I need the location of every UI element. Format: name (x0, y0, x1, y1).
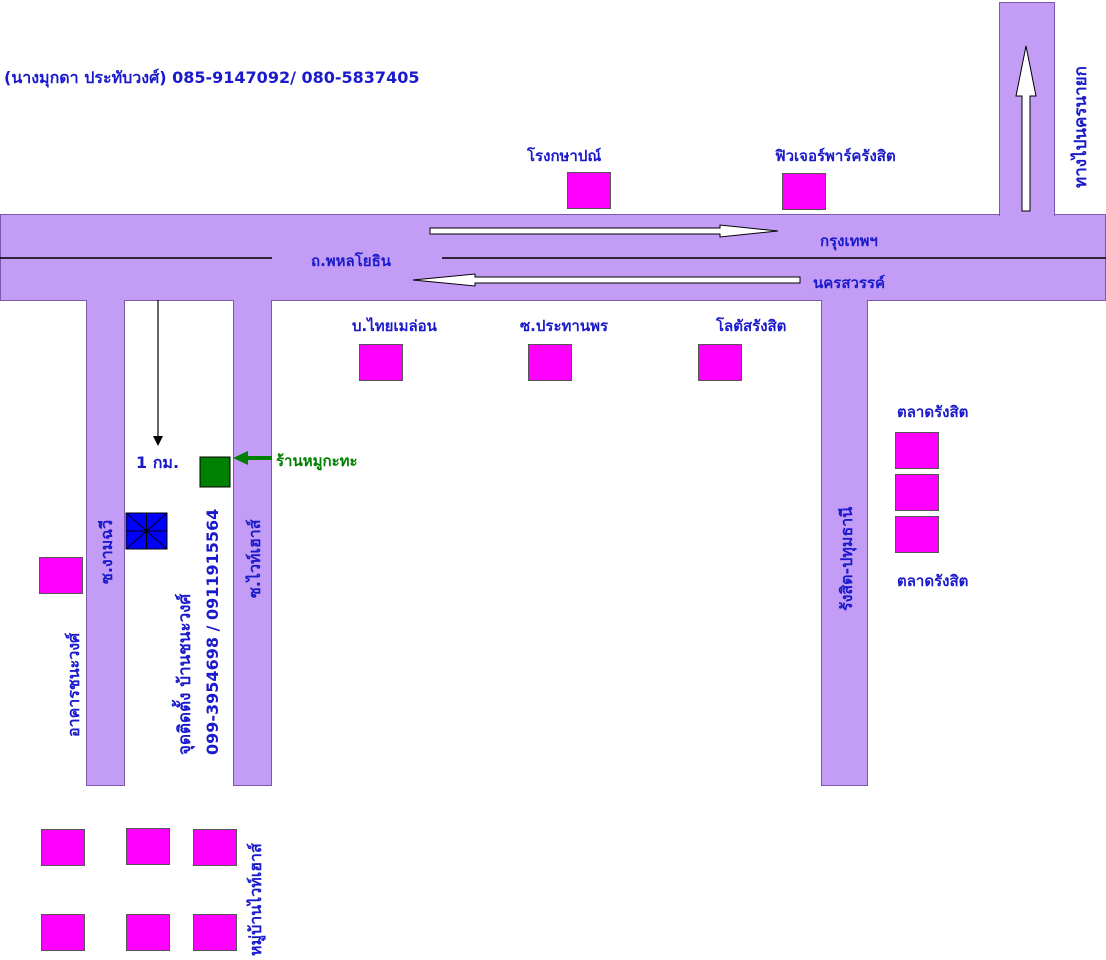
label-village-whitehouse: หมู่บ้านไวท์เฮาส์ (246, 843, 265, 956)
arrow-west-icon (412, 273, 801, 287)
label-rangsit-pathum: รังสิต-ปทุมธานี (837, 506, 856, 611)
arrow-east-icon (429, 224, 779, 238)
shop-marker (199, 456, 231, 488)
label-prathanporn: ซ.ประทานพร (520, 317, 609, 335)
arrow-shop-icon (233, 451, 272, 465)
road-soi-whitehouse (233, 300, 272, 786)
building-market-3 (895, 516, 939, 553)
building-future-park (782, 173, 826, 210)
building-thai-melon (359, 344, 403, 381)
label-installation-phones: 099-3954698 / 0911915564 (203, 508, 222, 755)
building-rongkasap (567, 172, 611, 209)
label-thai-melon: บ.ไทยเมล่อน (352, 317, 437, 335)
label-dir-bangkok: กรุงเทพฯ (820, 232, 878, 250)
label-soi-whitehouse: ซ.ไวท์เฮาส์ (245, 519, 264, 599)
label-soi-ngamchawi: ซ.งามฉวี (97, 519, 116, 584)
installation-marker (125, 512, 168, 550)
building-market-1 (895, 432, 939, 469)
building-village-6 (193, 914, 237, 951)
label-north-exit: ทางไปนครนายก (1071, 66, 1091, 188)
label-market-bottom: ตลาดรังสิต (897, 572, 969, 590)
arrow-north-icon (1015, 45, 1037, 212)
label-lotus: โลตัสรังสิต (716, 317, 787, 335)
label-distance: 1 กม. (136, 453, 180, 472)
building-chanawong (39, 557, 83, 594)
label-rongkasap: โรงกษาปณ์ (527, 147, 602, 165)
road-soi-ngamchawi (86, 300, 125, 786)
label-building-chanawong: อาคารชนะวงศ์ (64, 632, 83, 737)
label-installation: จุดติดตั้ง บ้านชนะวงศ์ (175, 593, 195, 755)
building-village-4 (41, 914, 85, 951)
label-moo-shop: ร้านหมูกะทะ (276, 452, 358, 470)
label-future-park: ฟิวเจอร์พาร์ครังสิต (775, 147, 896, 165)
building-market-2 (895, 474, 939, 511)
building-village-3 (193, 829, 237, 866)
building-village-2 (126, 828, 170, 865)
label-market-top: ตลาดรังสิต (897, 403, 969, 421)
contact-header: (นางมุกดา ประทับวงศ์) 085-9147092/ 080-5… (4, 68, 420, 87)
label-dir-nakhonsawan: นครสวรรค์ (813, 274, 886, 292)
arrow-distance-icon (153, 300, 163, 446)
building-prathanporn (528, 344, 572, 381)
building-village-1 (41, 829, 85, 866)
building-village-5 (126, 914, 170, 951)
label-main-road: ถ.พหลโยธิน (311, 252, 392, 270)
road-rangsit-pathum (821, 300, 868, 786)
building-lotus (698, 344, 742, 381)
